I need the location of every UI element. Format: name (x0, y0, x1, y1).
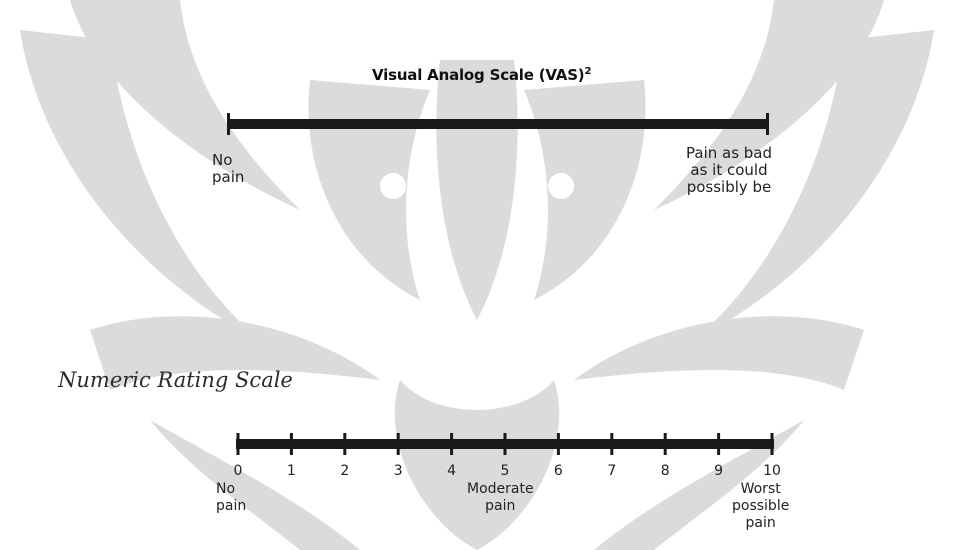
nrs-tick-label-2: 2 (340, 463, 349, 479)
nrs-tick-mark-7 (610, 433, 613, 455)
nrs-tick-mark-8 (664, 433, 667, 455)
nrs-right-anchor-line1: Worst (732, 481, 789, 498)
nrs-tick-label-9: 9 (714, 463, 723, 479)
nrs-tick-mark-3 (397, 433, 400, 455)
nrs-right-anchor-line3: pain (732, 515, 789, 532)
nrs-right-anchor: Worst possible pain (732, 481, 789, 532)
nrs-mid-anchor-line1: Moderate (467, 481, 534, 498)
nrs-mid-anchor-line2: pain (467, 498, 534, 515)
nrs-tick-mark-4 (450, 433, 453, 455)
nrs-tick-mark-5 (504, 433, 507, 455)
nrs-tick-label-6: 6 (554, 463, 563, 479)
nrs-right-anchor-line2: possible (732, 498, 789, 515)
nrs-tick-mark-10 (771, 433, 774, 455)
nrs-tick-label-5: 5 (501, 463, 510, 479)
nrs-tick-mark-1 (290, 433, 293, 455)
nrs-tick-mark-0 (237, 433, 240, 455)
nrs-tick-label-0: 0 (234, 463, 243, 479)
nrs-left-anchor-line2: pain (216, 498, 246, 515)
nrs-left-anchor: No pain (216, 481, 246, 515)
nrs-tick-label-10: 10 (763, 463, 781, 479)
nrs-tick-label-8: 8 (661, 463, 670, 479)
nrs-tick-label-3: 3 (394, 463, 403, 479)
nrs-tick-mark-9 (717, 433, 720, 455)
nrs-tick-label-1: 1 (287, 463, 296, 479)
nrs-tick-label-7: 7 (607, 463, 616, 479)
nrs-left-anchor-line1: No (216, 481, 246, 498)
nrs-tick-mark-6 (557, 433, 560, 455)
nrs-tick-label-4: 4 (447, 463, 456, 479)
nrs-mid-anchor: Moderate pain (467, 481, 534, 515)
nrs-tick-mark-2 (343, 433, 346, 455)
